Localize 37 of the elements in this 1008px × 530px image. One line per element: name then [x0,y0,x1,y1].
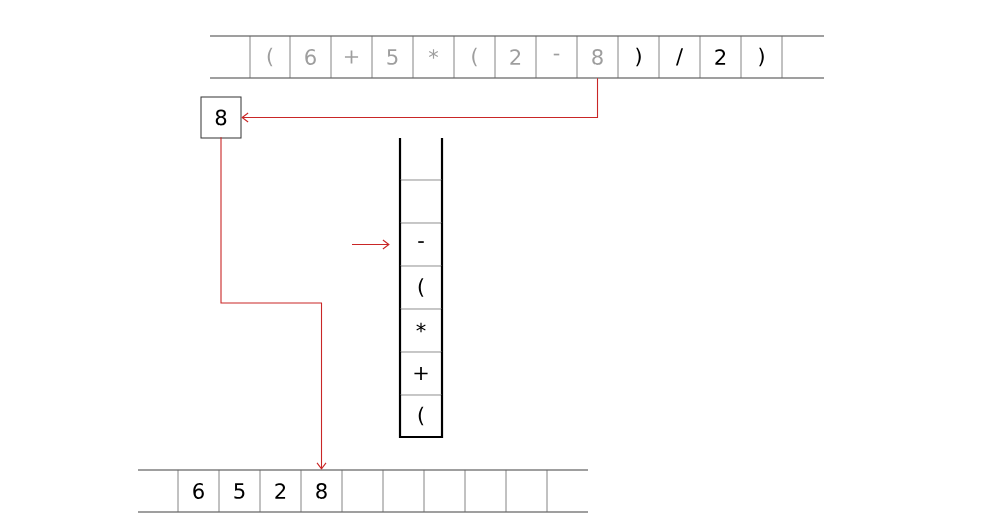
tape-cell: 2 [494,35,537,79]
stack-cell [398,180,444,224]
tape-cell: 6 [177,469,220,513]
stack-cell: ( [398,266,444,310]
tape-cell: 6 [289,35,332,79]
stack-cell: ( [398,395,444,439]
tape-cell [137,469,179,513]
stack-cell [398,138,444,181]
stack-cell: - [398,223,444,267]
tape-cell [382,469,425,513]
tape-cell: ( [249,35,291,79]
tape-cell [546,469,589,513]
arrow [220,136,327,470]
tape-cell: ) [617,35,660,79]
tape-cell [464,469,507,513]
tape-cell: - [535,35,578,79]
tape-cell: * [412,35,455,79]
tape-cell [341,469,384,513]
tape-cell: 2 [699,35,742,79]
tape-cell: 5 [371,35,414,79]
tape-cell: / [658,35,701,79]
arrow [241,77,599,123]
value-box: 8 [200,96,242,139]
tape-cell [781,35,825,79]
tape-cell: 8 [576,35,619,79]
tape-cell: ( [453,35,496,79]
tape-cell: 2 [259,469,302,513]
tape-cell: 8 [300,469,343,513]
tape-cell: ) [740,35,783,79]
stack-cell: + [398,352,444,396]
tape-cell: 5 [218,469,261,513]
tape-cell [423,469,466,513]
tape-cell [209,35,251,79]
stack-cell: * [398,309,444,353]
tape-cell: + [330,35,373,79]
tape-cell [505,469,548,513]
arrow [351,239,390,250]
